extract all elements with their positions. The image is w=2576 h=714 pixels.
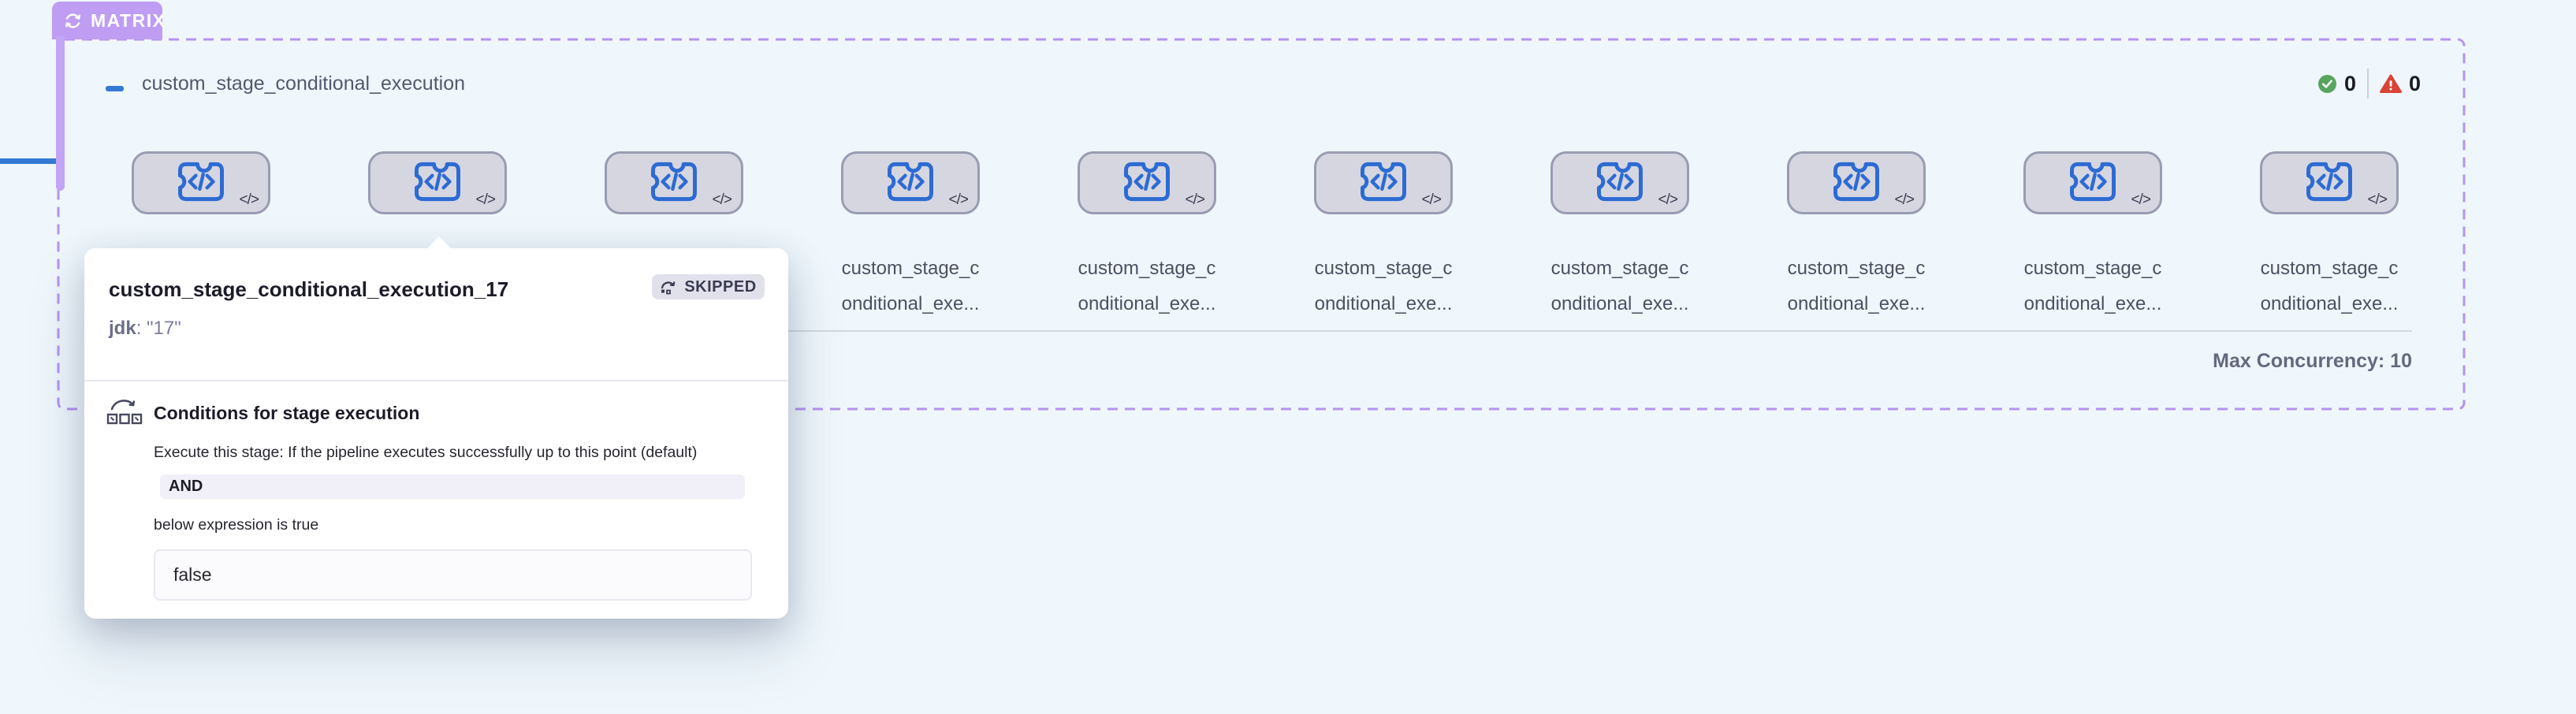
custom-stage-puzzle-icon: [888, 162, 933, 201]
matrix-container-border: [57, 38, 2466, 411]
stage-label: custom_stage_c onditional_exe...: [2236, 251, 2422, 322]
stage-card[interactable]: </>: [1078, 151, 1216, 214]
status-badge: SKIPPED: [652, 274, 765, 299]
status-cluster: 0 0: [2317, 68, 2421, 99]
stage-slot: </> custom_stage_c onditional_exe...: [1078, 151, 1216, 314]
stage-label-line1: custom_stage_c: [2023, 258, 2162, 279]
expression-value: false: [173, 564, 212, 585]
custom-stage-puzzle-icon: [1361, 162, 1406, 201]
stage-label-line1: custom_stage_c: [841, 258, 980, 279]
conditions-heading: Conditions for stage execution: [154, 403, 420, 423]
stage-label-line2: onditional_exe...: [2023, 293, 2162, 314]
code-glyph-icon: </>: [239, 192, 260, 208]
loop-arrows-icon: [62, 10, 84, 32]
stage-label-line2: onditional_exe...: [1550, 293, 1689, 314]
stage-card[interactable]: </>: [2260, 151, 2399, 214]
matrix-group-title: custom_stage_conditional_execution: [142, 73, 465, 95]
status-badge-label: SKIPPED: [684, 277, 757, 296]
warning-triangle-icon: [2380, 74, 2403, 94]
stage-label-line1: custom_stage_c: [1550, 258, 1689, 279]
stage-label-line1: custom_stage_c: [1078, 258, 1216, 279]
success-count: 0: [2344, 71, 2357, 95]
stage-slot: </> custom_stage_c onditional_exe...: [2260, 151, 2399, 314]
stage-slot: </> custom_stage_c onditional_exe...: [1787, 151, 1926, 314]
stage-card[interactable]: </>: [2023, 151, 2162, 214]
stage-label-line1: custom_stage_c: [1787, 258, 1926, 279]
skip-arc-icon: [660, 279, 679, 295]
stage-label-line2: onditional_exe...: [1314, 293, 1453, 314]
max-concurrency-label: Max Concurrency: 10: [2213, 350, 2412, 372]
stage-details-popover: custom_stage_conditional_execution_17 SK…: [84, 236, 788, 619]
stage-card[interactable]: </>: [1314, 151, 1453, 214]
stage-label-line2: onditional_exe...: [841, 293, 980, 314]
code-glyph-icon: </>: [2367, 192, 2388, 208]
status-separator: [2367, 69, 2369, 99]
matrix-badge[interactable]: MATRIX: [52, 2, 165, 39]
selected-path-edge: [56, 36, 65, 191]
stage-label-line2: onditional_exe...: [2260, 293, 2399, 314]
code-glyph-icon: </>: [1894, 192, 1915, 208]
conditions-default-text: Execute this stage: If the pipeline exec…: [154, 444, 698, 461]
code-glyph-icon: </>: [475, 192, 497, 208]
stage-label-line2: onditional_exe...: [1078, 293, 1216, 314]
stage-label-line1: custom_stage_c: [1314, 258, 1453, 279]
custom-stage-puzzle-icon: [415, 162, 460, 201]
stage-card[interactable]: </>: [605, 151, 743, 214]
expression-field: false: [154, 549, 752, 601]
custom-stage-puzzle-icon: [1124, 162, 1170, 201]
popover-divider: [84, 380, 788, 381]
stage-label: custom_stage_c onditional_exe...: [1054, 251, 1240, 322]
conditions-expression-text: below expression is true: [154, 516, 319, 534]
arrow-over-boxes-icon: [106, 398, 143, 430]
code-glyph-icon: </>: [1421, 192, 1442, 208]
failed-count: 0: [2409, 71, 2422, 95]
stage-label: custom_stage_c onditional_exe...: [1763, 251, 1949, 322]
variable-key: jdk: [109, 318, 136, 339]
stage-slot: </> custom_stage_c onditional_exe...: [1314, 151, 1453, 314]
stage-label: custom_stage_c onditional_exe...: [817, 251, 1003, 322]
stage-label: custom_stage_c onditional_exe...: [1290, 251, 1476, 322]
stage-card[interactable]: </>: [841, 151, 980, 214]
stage-slot: </> custom_stage_c onditional_exe...: [132, 151, 270, 314]
custom-stage-puzzle-icon: [651, 162, 697, 201]
stage-card[interactable]: </>: [368, 151, 507, 214]
stage-slot: </> custom_stage_c onditional_exe...: [605, 151, 743, 314]
custom-stage-puzzle-icon: [1833, 162, 1879, 201]
stage-label: custom_stage_c onditional_exe...: [2000, 251, 2186, 322]
custom-stage-puzzle-icon: [2306, 162, 2352, 201]
stage-card[interactable]: </>: [1550, 151, 1689, 214]
variable-value: : "17": [136, 318, 181, 339]
stage-card[interactable]: </>: [1787, 151, 1926, 214]
group-footer-divider: [109, 330, 2412, 332]
code-glyph-icon: </>: [948, 192, 970, 208]
check-circle-icon: [2317, 74, 2337, 94]
matrix-badge-label: MATRIX: [91, 9, 166, 31]
pipeline-connector-line: [0, 158, 60, 164]
custom-stage-puzzle-icon: [2070, 162, 2116, 201]
operator-label: AND: [169, 478, 203, 495]
stage-slot: </> custom_stage_c onditional_exe...: [2023, 151, 2162, 314]
popover-stage-title: custom_stage_conditional_execution_17: [109, 277, 509, 301]
code-glyph-icon: </>: [2131, 192, 2152, 208]
stage-label: custom_stage_c onditional_exe...: [1527, 251, 1713, 322]
code-glyph-icon: </>: [1185, 192, 1206, 208]
stage-label-line2: onditional_exe...: [1787, 293, 1926, 314]
stage-card[interactable]: </>: [132, 151, 270, 214]
collapse-minus-icon[interactable]: [106, 86, 124, 91]
operator-bar: AND: [160, 474, 745, 499]
stage-slot: </> custom_stage_c onditional_exe...: [841, 151, 980, 314]
code-glyph-icon: </>: [1658, 192, 1679, 208]
stage-slot: </> custom_stage_c onditional_exe...: [368, 151, 507, 314]
matrix-variable: jdk: "17": [109, 318, 181, 340]
custom-stage-puzzle-icon: [178, 162, 224, 201]
stage-label-line1: custom_stage_c: [2260, 258, 2399, 279]
custom-stage-puzzle-icon: [1597, 162, 1643, 201]
stage-slot: </> custom_stage_c onditional_exe...: [1550, 151, 1689, 314]
code-glyph-icon: </>: [712, 192, 733, 208]
